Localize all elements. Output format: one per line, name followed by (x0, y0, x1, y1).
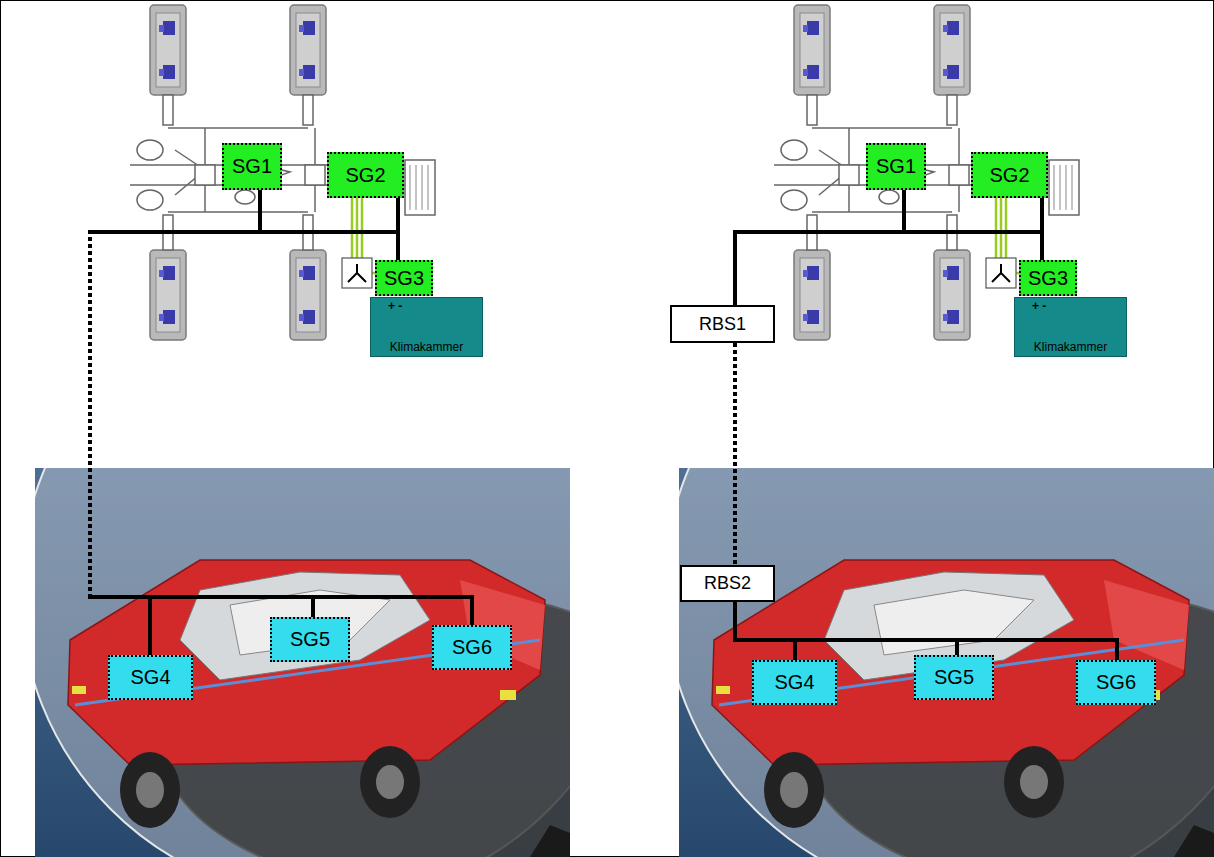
node-text: RBS2 (704, 573, 751, 594)
rest-bus-box: RBS1 (670, 305, 775, 343)
node-text: SG6 (1096, 671, 1136, 694)
node-text: SG5 (290, 628, 330, 651)
control-unit-box: SG1 (222, 143, 282, 190)
battery-label: + - (1032, 299, 1046, 313)
climate-chamber-box: Klimakammer (370, 297, 483, 357)
node-text: RBS1 (699, 314, 746, 335)
control-unit-box: SG5 (914, 655, 994, 700)
bus-trunk (88, 232, 1119, 640)
rest-bus-box: RBS2 (680, 565, 775, 602)
node-text: SG2 (345, 164, 385, 187)
control-unit-box: SG1 (866, 143, 926, 190)
node-text: SG6 (452, 636, 492, 659)
bus-line (735, 190, 904, 305)
node-text: Klimakammer (390, 340, 463, 354)
climate-chamber-box: Klimakammer (1014, 297, 1127, 357)
bus-line (735, 602, 795, 660)
control-unit-box: SG2 (327, 152, 404, 198)
control-unit-box: SG4 (752, 660, 837, 705)
node-text: SG1 (876, 155, 916, 178)
bus-line (396, 198, 400, 260)
node-text: Klimakammer (1034, 340, 1107, 354)
control-unit-box: SG2 (971, 152, 1048, 198)
control-unit-box: SG4 (108, 655, 193, 700)
control-unit-box: SG3 (1019, 260, 1077, 296)
gateway-link (733, 343, 737, 565)
control-unit-box: SG5 (270, 617, 350, 662)
battery-label: + - (388, 299, 402, 313)
node-text: SG3 (1028, 267, 1068, 290)
control-unit-box: SG3 (375, 260, 433, 296)
node-text: SG4 (774, 671, 814, 694)
gateway-link (90, 190, 260, 655)
control-unit-box: SG6 (432, 625, 512, 670)
control-unit-box: SG6 (1076, 660, 1156, 705)
bus-line (1040, 198, 1044, 260)
node-text: SG5 (934, 666, 974, 689)
node-text: SG1 (232, 155, 272, 178)
node-text: SG3 (384, 267, 424, 290)
node-text: SG4 (130, 666, 170, 689)
node-text: SG2 (989, 164, 1029, 187)
